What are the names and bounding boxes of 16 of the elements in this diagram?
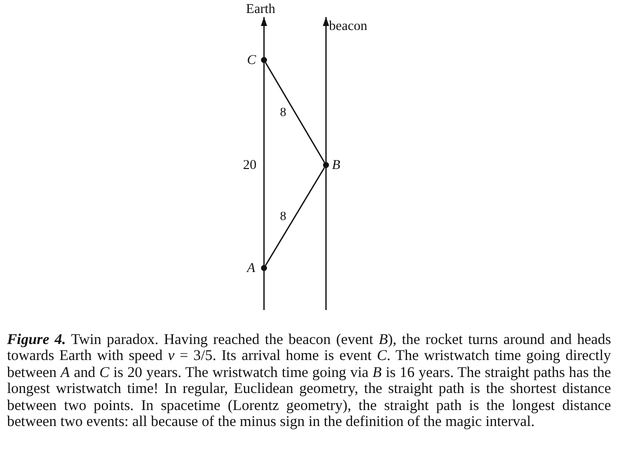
event-dot [261, 57, 267, 63]
figure-caption: Figure 4. Twin paradox. Having reached the beacon (event B), the rocket turns around and heads towards Earth with speed v = 3/5. Its arrival home is event C. The wristwatch time going directly between A and C is 20 years. The wristwatch time going via B is 16 years. The straight paths has the longest wristwatch time! In regular, Euclidean geometry, the straight path is the shortest distance between two points. In spacetime (Lorentz geometry), the straight path is the longest distance between two events: all because of the minus sign in the definition of the magic interval. [7, 332, 611, 430]
edge-label: 8 [279, 106, 288, 118]
event-label: C [247, 52, 256, 67]
event-label: B [332, 157, 340, 172]
worldline-arrow [322, 17, 330, 310]
event-dot [323, 162, 329, 168]
worldline-arrow [260, 17, 268, 310]
interval-label: 20 [243, 157, 256, 172]
worldline [264, 62, 326, 163]
event-label: A [247, 260, 256, 275]
edge-label: 8 [279, 210, 288, 222]
worldline-label: Earth [246, 1, 276, 16]
worldline [264, 167, 326, 266]
event-dot [261, 265, 267, 271]
worldline-label: beacon [329, 18, 368, 33]
